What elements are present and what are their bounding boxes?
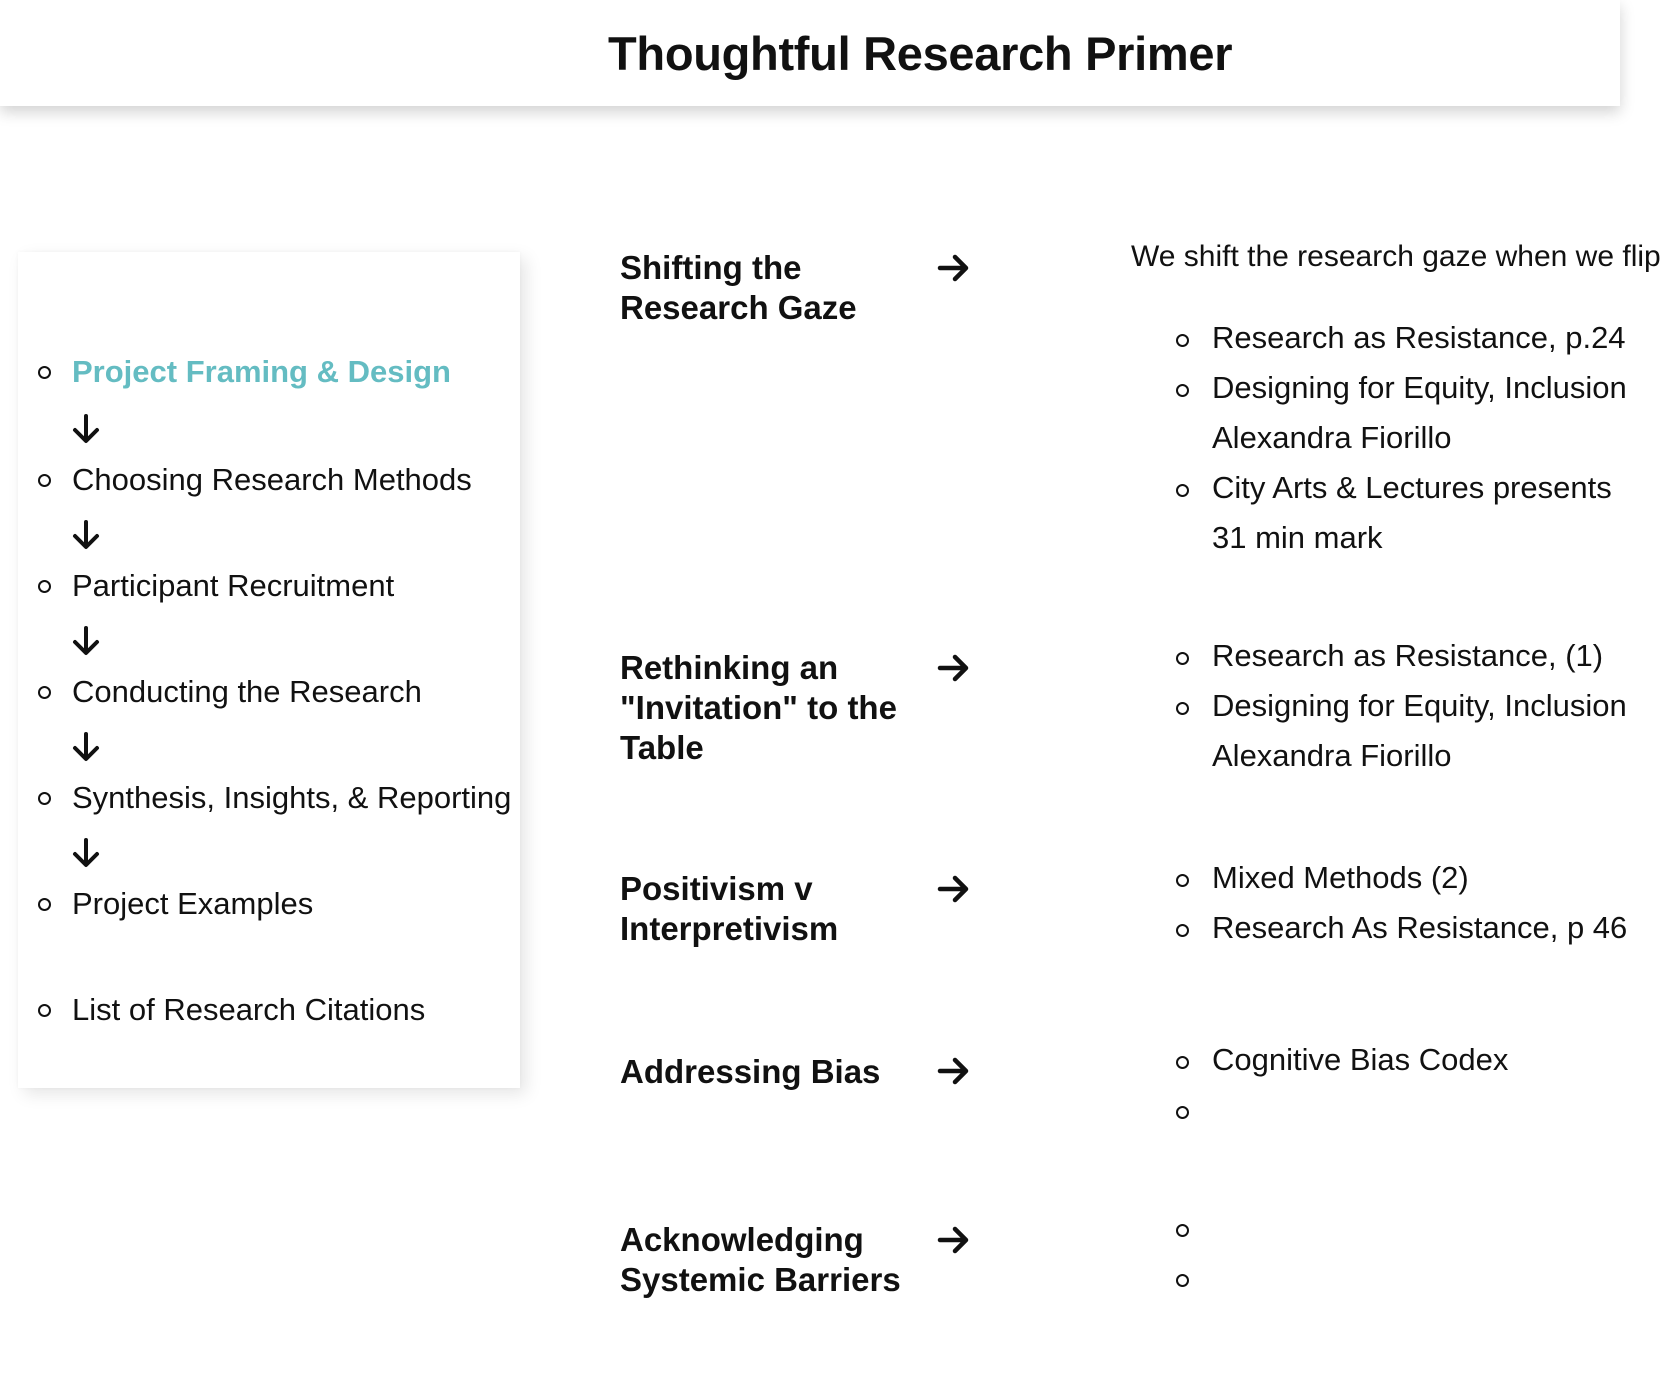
link-research-as-resistance[interactable]: Research as Resistance, p.24 (1212, 320, 1626, 355)
bullet-icon (38, 473, 51, 487)
arrow-right-icon (937, 1226, 969, 1254)
sidebar-nav (18, 252, 520, 1088)
bullet-icon (38, 897, 51, 911)
arrow-down-icon (73, 520, 99, 549)
sidebar-item-label: Project Framing & Design (72, 354, 451, 389)
link-city-arts-lectures[interactable]: City Arts & Lectures presents (1212, 470, 1612, 505)
bullet-icon (1176, 1274, 1189, 1287)
arrow-down-icon (73, 838, 99, 867)
bullet-icon (1176, 924, 1189, 937)
bullet-icon (38, 579, 51, 593)
sidebar-item-label: Project Examples (72, 886, 314, 921)
sidebar-item-project-framing[interactable]: Project Framing & Design (0, 350, 520, 394)
topic-systemic-barriers: Acknowledging Systemic Barriers (620, 1221, 901, 1298)
bullet-icon (1176, 1224, 1189, 1237)
page-title: Thoughtful Research Primer (608, 27, 1233, 80)
link-city-arts-lectures-cont[interactable]: 31 min mark (1212, 520, 1383, 555)
topic-addressing-bias: Addressing Bias (620, 1053, 881, 1090)
topic-shifting-gaze: Shifting the Research Gaze (620, 249, 857, 326)
bullet-icon (1176, 484, 1189, 497)
arrow-right-icon (937, 1057, 969, 1085)
bullet-icon (1176, 1056, 1189, 1069)
page: Thoughtful Research Primer Project Frami… (0, 0, 1661, 1298)
sidebar-item-label: Conducting the Research (72, 674, 422, 709)
link-research-as-resistance-1[interactable]: Research as Resistance, (1) (1212, 638, 1604, 673)
bullet-icon (1176, 652, 1189, 665)
bullet-icon (1176, 384, 1189, 397)
arrow-right-icon (937, 254, 969, 282)
bullet-icon (1176, 334, 1189, 347)
sidebar-item-label: Choosing Research Methods (72, 462, 472, 497)
topic-rethinking-invitation: Rethinking an "Invitation" to the Table (620, 649, 897, 766)
bullet-icon (38, 365, 51, 379)
arrow-right-icon (937, 875, 969, 903)
link-designing-for-equity-cont[interactable]: Alexandra Fiorillo (1212, 420, 1452, 455)
bullet-icon (1176, 874, 1189, 887)
link-designing-for-equity[interactable]: Designing for Equity, Inclusion (1212, 370, 1627, 405)
arrow-down-icon (73, 732, 99, 761)
link-designing-for-equity-2-cont[interactable]: Alexandra Fiorillo (1212, 738, 1452, 773)
topic-positivism: Positivism v Interpretivism (620, 870, 839, 947)
sidebar-item-choosing-methods[interactable]: Choosing Research Methods (0, 458, 520, 502)
sidebar-item-label: Synthesis, Insights, & Reporting (72, 780, 512, 815)
arrow-down-icon (73, 626, 99, 655)
arrow-down-icon (73, 414, 99, 443)
sidebar-item-research-citations[interactable]: List of Research Citations (0, 988, 520, 1032)
bullet-icon (38, 1003, 51, 1017)
link-designing-for-equity-2[interactable]: Designing for Equity, Inclusion (1212, 688, 1627, 723)
sidebar-item-project-examples[interactable]: Project Examples (0, 882, 520, 926)
bullet-icon (38, 791, 51, 805)
sidebar-item-label: Participant Recruitment (72, 568, 395, 603)
bullet-icon (1176, 1106, 1189, 1119)
sidebar-item-synthesis[interactable]: Synthesis, Insights, & Reporting (0, 776, 520, 820)
sidebar-item-conducting-research[interactable]: Conducting the Research (0, 670, 520, 714)
sidebar-item-participant-recruitment[interactable]: Participant Recruitment (0, 564, 520, 608)
bullet-icon (38, 685, 51, 699)
link-cognitive-bias-codex[interactable]: Cognitive Bias Codex (1212, 1042, 1509, 1077)
sidebar-item-label: List of Research Citations (72, 992, 426, 1027)
bullet-icon (1176, 702, 1189, 715)
intro-text: We shift the research gaze when we flip (1131, 240, 1661, 273)
link-research-as-resistance-p46[interactable]: Research As Resistance, p 46 (1212, 910, 1628, 945)
link-mixed-methods[interactable]: Mixed Methods (2) (1212, 860, 1469, 895)
page-header: Thoughtful Research Primer (0, 0, 1620, 106)
arrow-right-icon (937, 654, 969, 682)
